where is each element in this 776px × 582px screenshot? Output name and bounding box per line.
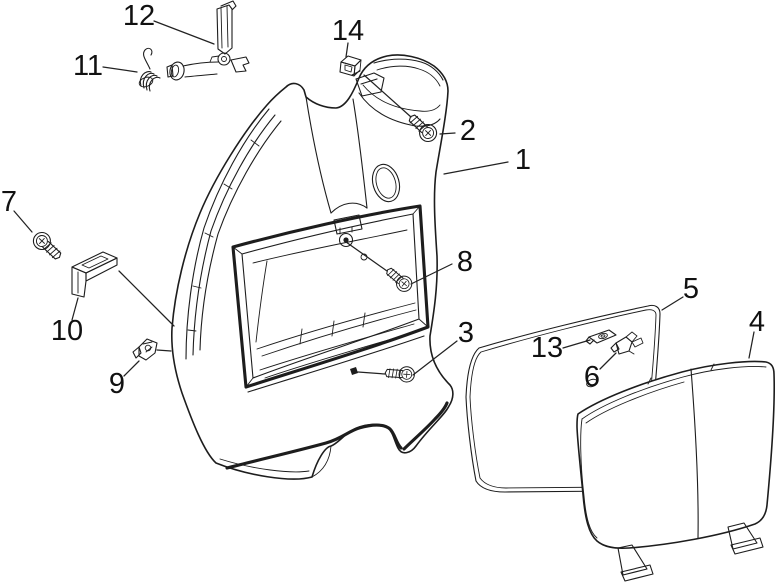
callout-10-label: 10 — [51, 315, 83, 347]
callout-14-label: 14 — [332, 15, 364, 47]
callout-1-label: 1 — [515, 144, 531, 176]
lock-lever-drawing — [166, 0, 250, 81]
callout-11: 11 — [73, 50, 138, 82]
callout-6-label: 6 — [584, 361, 600, 393]
callout-14: 14 — [332, 15, 364, 58]
spring-drawing — [138, 47, 161, 92]
callout-12: 12 — [123, 0, 215, 45]
callout-10: 10 — [51, 297, 83, 347]
callout-7: 7 — [1, 186, 33, 233]
glovebox-door-drawing — [576, 360, 775, 582]
callout-1: 1 — [443, 144, 531, 176]
clip-6-drawing — [610, 331, 644, 355]
callout-13: 13 — [531, 332, 591, 364]
screw-2-drawing — [408, 114, 438, 143]
screw-3-drawing — [350, 366, 415, 383]
screw-7-drawing — [32, 231, 62, 260]
screw-8-drawing — [386, 267, 413, 292]
callout-4: 4 — [748, 306, 765, 359]
callout-4-label: 4 — [749, 306, 765, 338]
callout-3-label: 3 — [458, 317, 474, 349]
callout-12-label: 12 — [123, 0, 155, 32]
main-panel-drawing — [171, 54, 454, 480]
callout-6: 6 — [584, 352, 617, 393]
clip-9-drawing — [132, 338, 158, 361]
callout-2: 2 — [439, 115, 476, 147]
callout-9-label: 9 — [109, 368, 125, 400]
callout-3: 3 — [412, 317, 474, 376]
callout-9: 9 — [109, 360, 140, 400]
callout-11-label: 11 — [73, 50, 103, 82]
callout-2-label: 2 — [460, 115, 476, 147]
callout-5: 5 — [661, 273, 699, 311]
assembly-lines — [118, 74, 412, 375]
callout-13-label: 13 — [531, 332, 563, 364]
callout-8-label: 8 — [457, 246, 473, 278]
callout-8: 8 — [410, 246, 473, 285]
callout-5-label: 5 — [683, 273, 699, 305]
callout-7-label: 7 — [1, 186, 17, 218]
bracket-drawing — [71, 251, 118, 298]
clip-nut-drawing — [339, 55, 362, 77]
callouts: 1 2 3 4 5 6 7 8 — [1, 0, 765, 400]
latch-plate-drawing — [585, 329, 617, 345]
